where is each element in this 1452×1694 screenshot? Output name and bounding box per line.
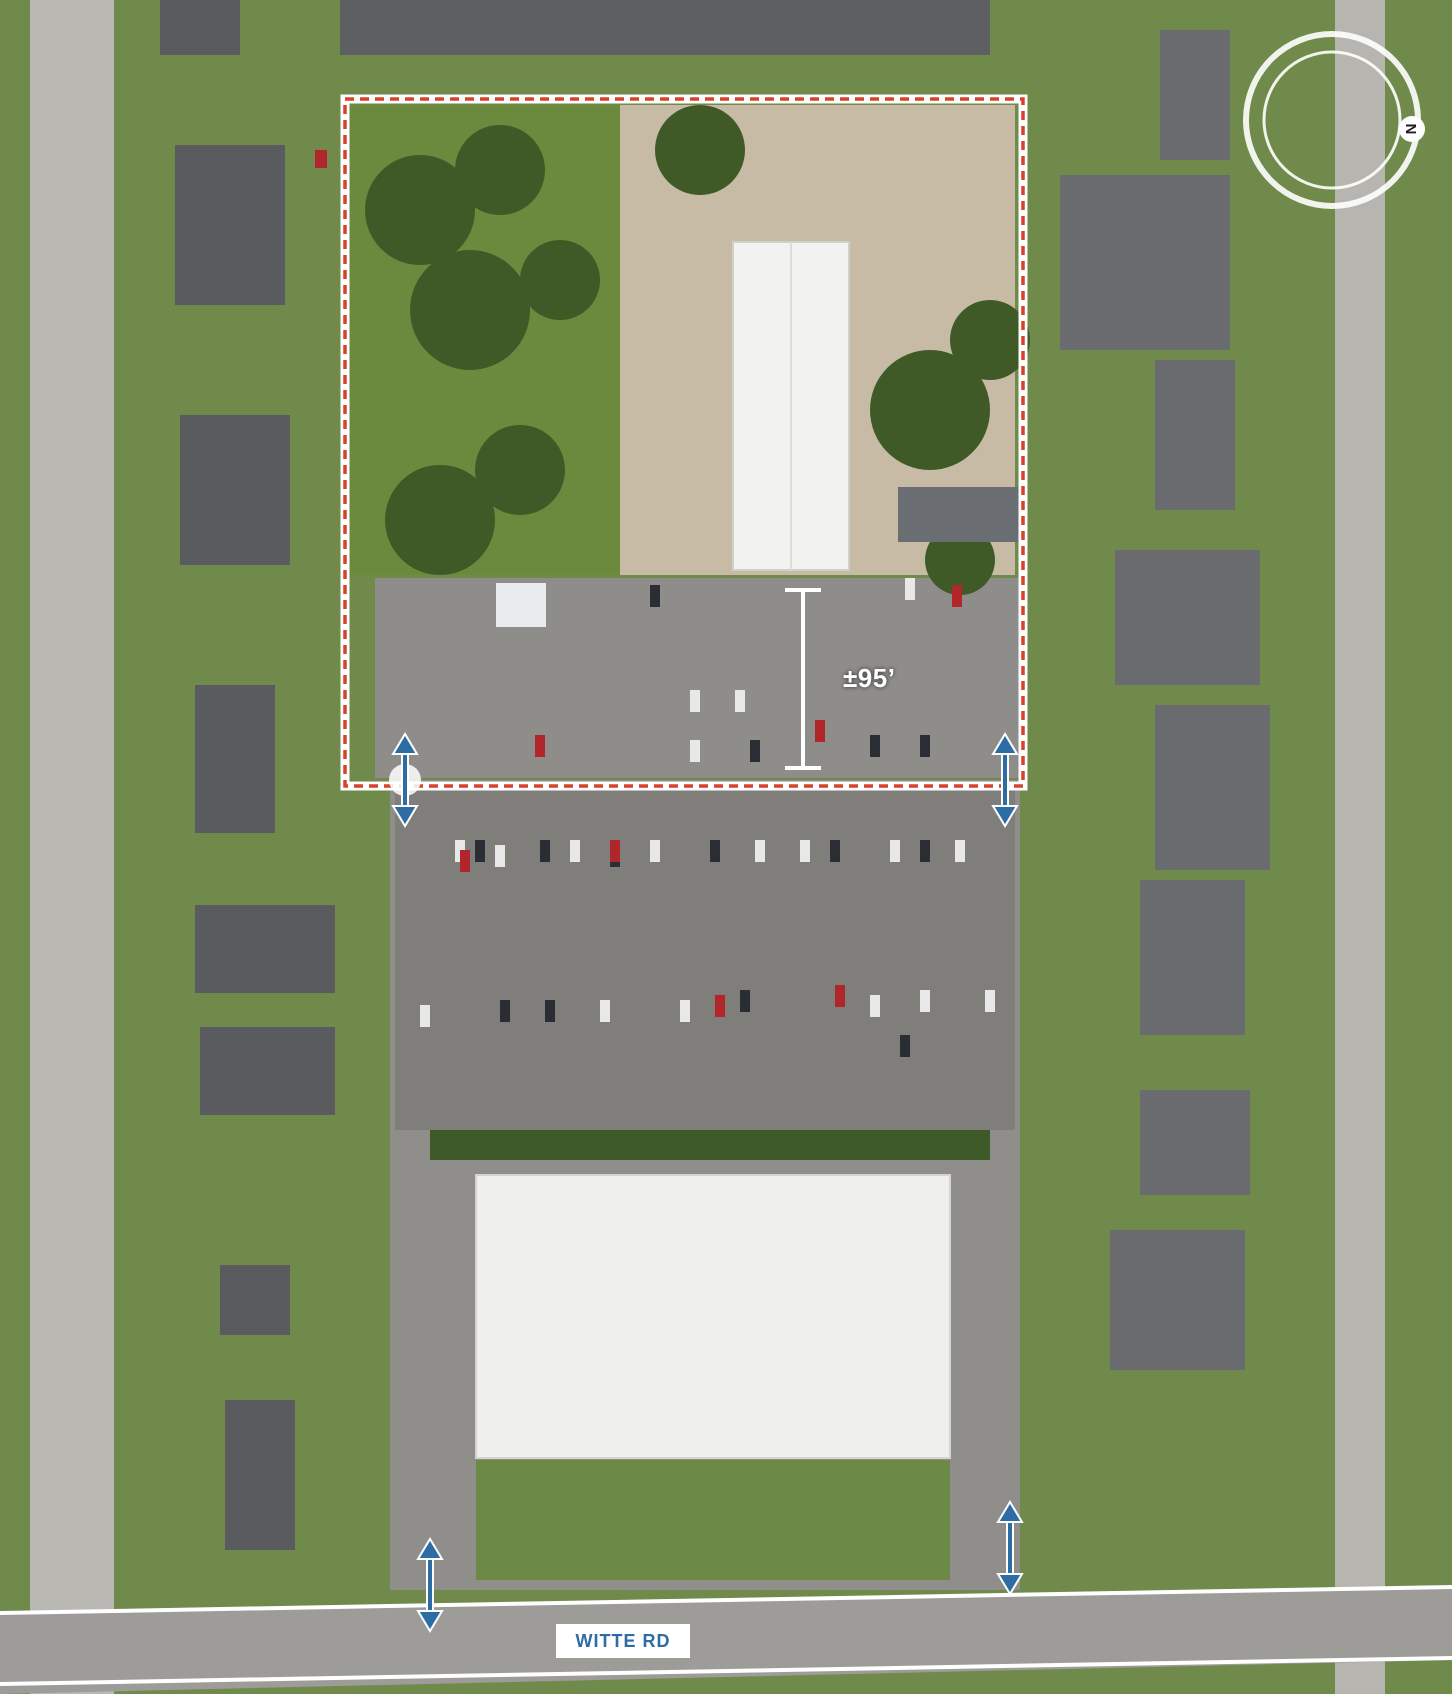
main-building-roof [475, 1174, 951, 1459]
compass-icon [1243, 31, 1425, 209]
east-street [1335, 0, 1385, 1694]
witte-road [0, 1586, 1452, 1694]
tree-cluster [365, 105, 1030, 595]
east-houses [1060, 30, 1270, 1370]
road-label-witte-rd: WITTE RD [556, 1624, 690, 1658]
compass-north-label: N [1403, 123, 1420, 135]
dimension-label: ±95’ [843, 663, 896, 693]
west-street [30, 0, 114, 1694]
west-houses [160, 0, 335, 1550]
dimension-bracket-icon [785, 588, 821, 770]
double-arrow-icon [389, 732, 1024, 1633]
